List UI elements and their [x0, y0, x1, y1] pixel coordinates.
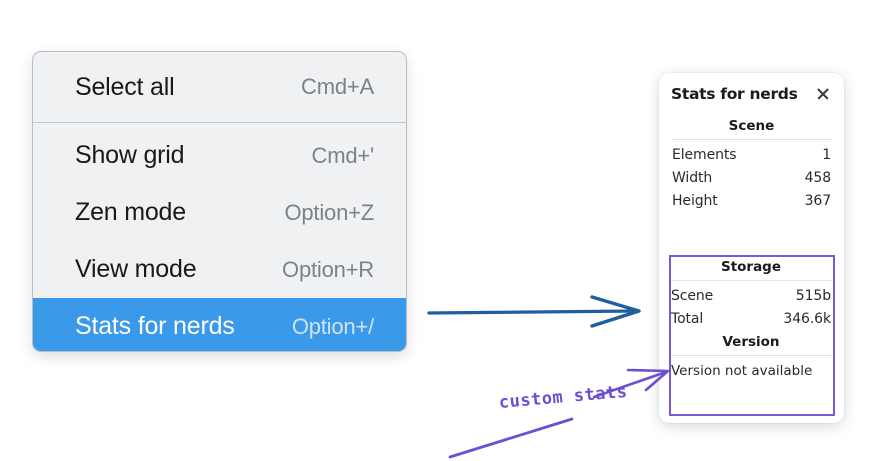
menu-item-label: Show grid: [75, 141, 185, 169]
custom-stats-annotation-label: custom stats: [498, 381, 629, 413]
stat-row-storage-total: Total 346.6k: [669, 307, 833, 330]
menu-item-select-all[interactable]: Select all Cmd+A: [33, 52, 406, 122]
section-rule: [670, 280, 832, 281]
section-heading-scene: Scene: [728, 118, 775, 134]
menu-item-shortcut: Cmd+A: [301, 74, 374, 99]
stat-row-height: Height 367: [670, 189, 833, 212]
panel-header: Stats for nerds: [670, 85, 833, 103]
stat-key: Width: [672, 169, 713, 186]
menu-item-label: View mode: [75, 255, 197, 283]
stat-value: 458: [804, 169, 832, 186]
menu-group-view: Show grid Cmd+' Zen mode Option+Z View m…: [33, 123, 406, 351]
menu-item-show-grid[interactable]: Show grid Cmd+': [33, 127, 406, 184]
section-heading-version: Version: [722, 334, 780, 350]
stats-for-nerds-panel[interactable]: Stats for nerds Scene Elements 1 Width 4…: [659, 73, 844, 423]
menu-item-shortcut: Option+/: [291, 313, 374, 339]
section-storage: Storage Scene 515b Total 346.6k: [669, 255, 833, 330]
menu-item-label: Stats for nerds: [75, 312, 235, 340]
stat-value: 346.6k: [783, 310, 831, 327]
stat-row-width: Width 458: [670, 166, 833, 189]
stat-row-storage-scene: Scene 515b: [669, 284, 833, 307]
section-rule: [671, 139, 832, 140]
menu-item-label: Zen mode: [75, 198, 186, 226]
purple-underline-stroke: [448, 417, 574, 459]
section-rule: [670, 355, 832, 356]
menu-item-shortcut: Option+Z: [284, 199, 374, 225]
menu-item-stats-for-nerds[interactable]: Stats for nerds Option+/: [33, 298, 406, 351]
menu-item-zen-mode[interactable]: Zen mode Option+Z: [33, 184, 406, 241]
stat-key: Elements: [672, 146, 737, 163]
custom-stats-region: Storage Scene 515b Total 346.6k Version …: [669, 255, 833, 383]
close-icon[interactable]: [815, 86, 831, 102]
menu-item-shortcut: Option+R: [282, 256, 374, 282]
version-note: Version not available: [671, 363, 813, 379]
menu-item-shortcut: Cmd+': [311, 142, 375, 168]
stat-key: Scene: [671, 287, 714, 304]
menu-item-label: Select all: [75, 72, 175, 101]
stat-key: Height: [672, 192, 718, 209]
panel-title: Stats for nerds: [671, 85, 798, 103]
stat-value: 367: [804, 192, 832, 209]
section-version: Version Version not available: [669, 330, 833, 383]
stat-row-elements: Elements 1: [670, 143, 833, 166]
blue-arrow: [427, 295, 641, 328]
menu-item-view-mode[interactable]: View mode Option+R: [33, 241, 406, 298]
section-heading-storage: Storage: [720, 259, 782, 275]
stat-key: Total: [671, 310, 704, 327]
menu-group-selection: Select all Cmd+A: [33, 52, 406, 122]
section-scene: Scene Elements 1 Width 458 Height 367: [670, 114, 833, 212]
context-menu[interactable]: Select all Cmd+A Show grid Cmd+' Zen mod…: [32, 51, 407, 352]
stat-value: 1: [822, 146, 831, 163]
menu-divider: [33, 122, 406, 123]
stat-value: 515b: [795, 287, 831, 304]
